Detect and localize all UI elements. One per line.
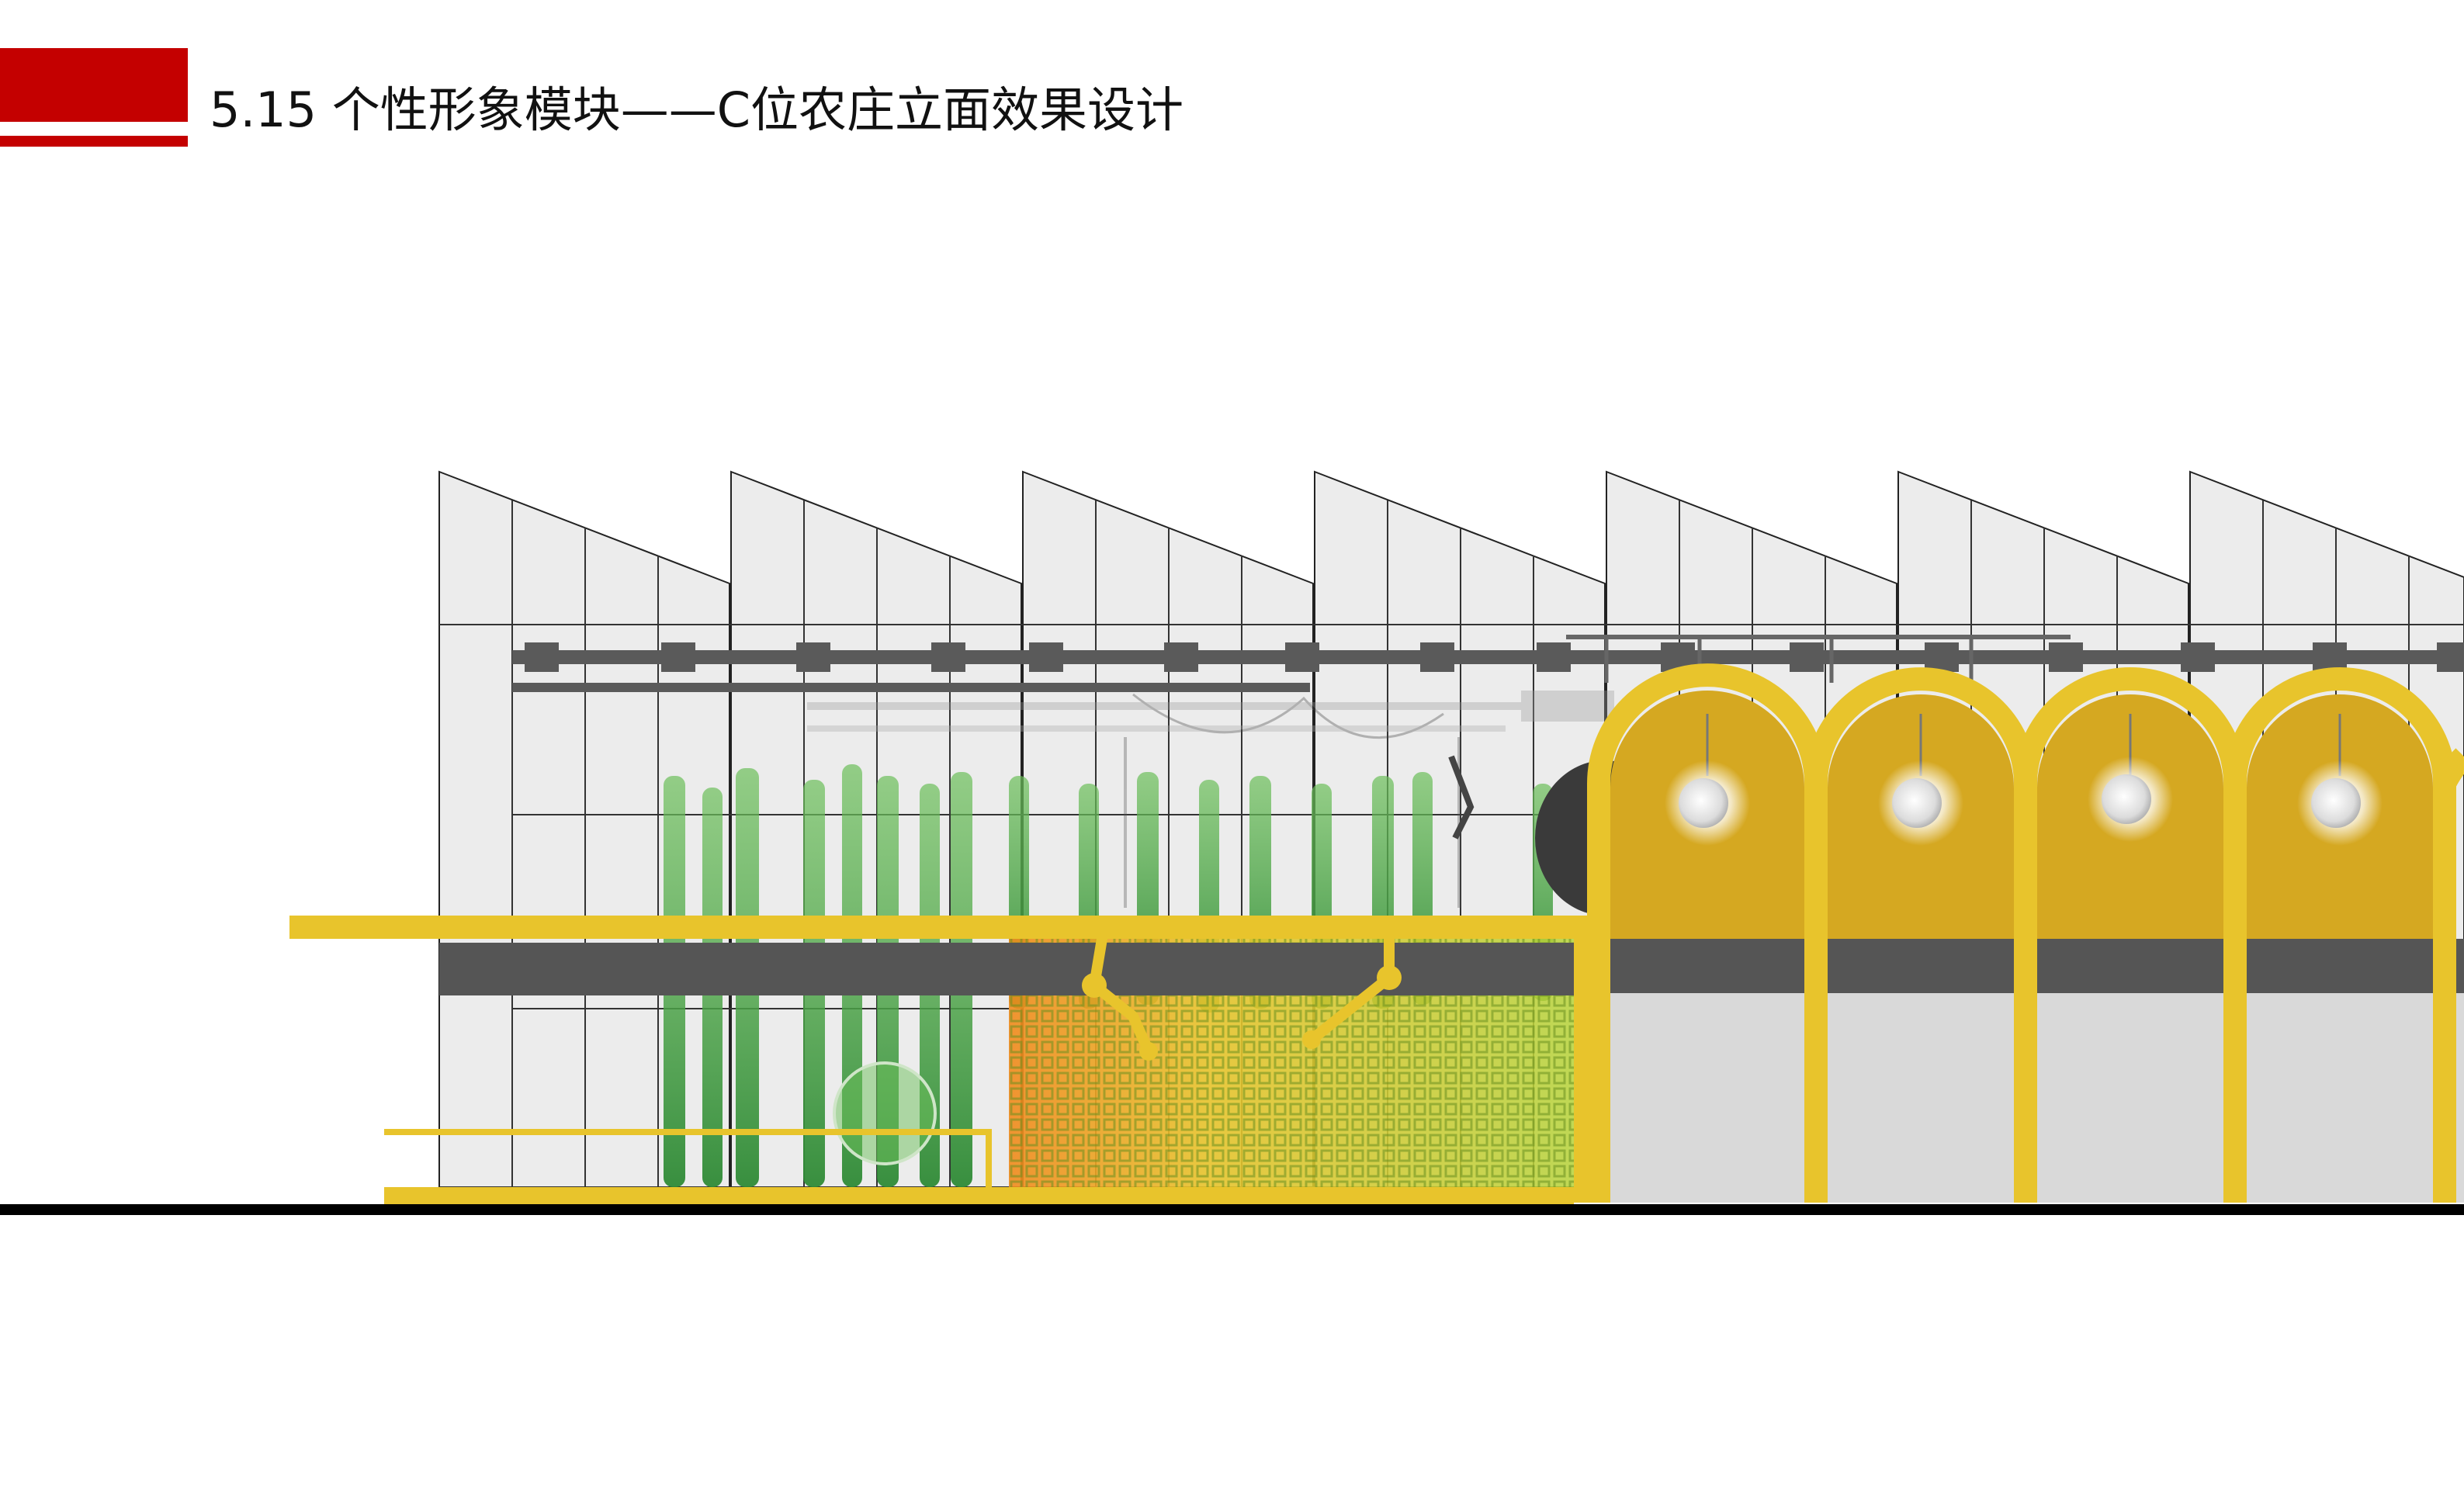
robot-arm-icon — [1088, 933, 1395, 1057]
gray-band — [439, 943, 1574, 995]
nursery-circle — [833, 1061, 937, 1165]
page-title: 5.15 个性形象模块——C位农庄立面效果设计 — [210, 81, 1184, 138]
header-red-block — [0, 48, 188, 122]
interior-gantry — [807, 691, 1614, 908]
truss-rail — [512, 635, 2464, 692]
pendant-lamp-icon — [1665, 714, 2383, 846]
arch-bay-icon — [1587, 663, 2464, 1203]
ground-line — [0, 1204, 2464, 1215]
header-red-stripe — [0, 136, 188, 147]
